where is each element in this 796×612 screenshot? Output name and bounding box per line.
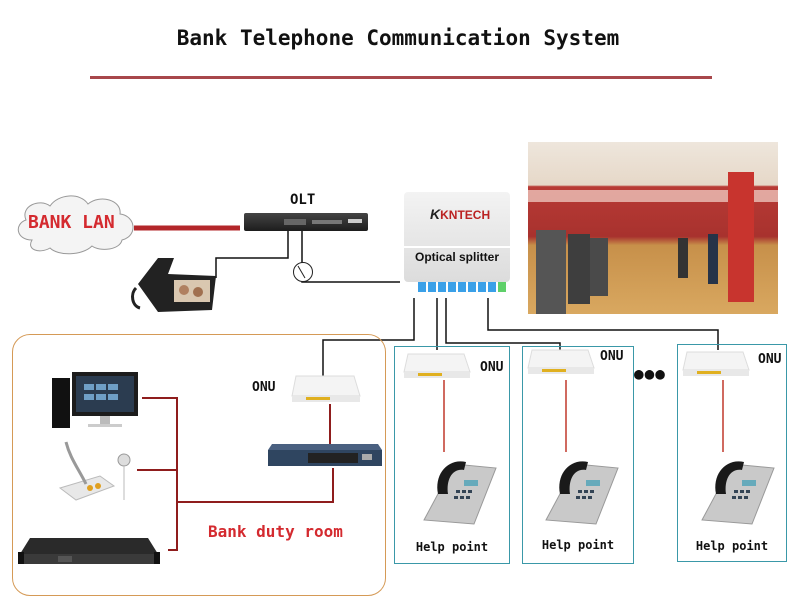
help-phone-2 [536,454,620,528]
help-phone-3 [692,454,776,528]
duty-room-onu [290,374,362,404]
bank-lan-label: BANK LAN [28,212,115,233]
onu-icon [682,351,750,376]
more-help-points-ellipsis: ●●● [634,364,666,383]
splitter-brand-logo: KKNTECH [430,206,491,222]
fiber-coupler-icon [293,262,313,282]
olt-phone-link [215,230,289,278]
duty-room-label: Bank duty room [208,522,343,541]
emergency-phone-icon [701,461,775,525]
splitter-port [478,282,486,292]
dispatch-console [50,370,142,430]
help-onu-2 [526,348,596,376]
help-phone-1 [414,454,498,528]
splitter-ports [418,282,506,292]
olt-label: OLT [290,192,316,208]
splitter-port [458,282,466,292]
splitter-port [428,282,436,292]
onu-icon [527,349,595,374]
splitter-port [438,282,446,292]
network-switch [268,444,382,468]
onu-icon [403,353,471,378]
help-onu-3 [681,350,751,378]
ip-video-phone [128,254,220,314]
splitter-port [498,282,506,292]
fiber-to-help-onu-3 [487,298,719,350]
help-onu-label-1: ONU [480,360,504,375]
onu-icon [291,375,361,402]
ip-pbx-server [18,536,160,566]
video-phone-icon [131,258,216,312]
splitter-port [488,282,496,292]
intercom-master [50,438,140,502]
cloud-icon [17,195,134,255]
bank-lan-node: BANK LAN [10,188,140,258]
gooseneck-microphone-icon [58,441,131,501]
help-point-label-3: Help point [695,539,769,553]
title-underline [90,76,712,79]
diagram-title: Bank Telephone Communication System [176,26,620,50]
desktop-computer-icon [52,372,138,428]
optical-splitter: KKNTECH Optical splitter [400,190,514,298]
splitter-port [468,282,476,292]
help-onu-1 [402,352,472,380]
splitter-port [448,282,456,292]
help-point-label-1: Help point [415,540,489,554]
switch-icon [268,444,382,466]
bank-duty-room-area [12,334,386,596]
emergency-phone-icon [545,461,619,525]
olt-splitter-fiber [301,230,400,283]
help-point-label-2: Help point [541,538,615,552]
emergency-phone-icon [423,461,497,525]
help-point-1 [394,346,510,564]
splitter-port [418,282,426,292]
olt-device [244,213,368,231]
help-point-3 [677,344,787,562]
help-point-2 [522,346,634,564]
help-onu-label-3: ONU [758,352,782,367]
rack-server-icon [18,538,160,564]
bank-lobby-photo [528,142,778,314]
duty-room-wiring [137,397,334,551]
splitter-label: Optical splitter [414,250,500,264]
help-onu-label-2: ONU [600,349,624,364]
duty-onu-label: ONU [252,380,276,395]
